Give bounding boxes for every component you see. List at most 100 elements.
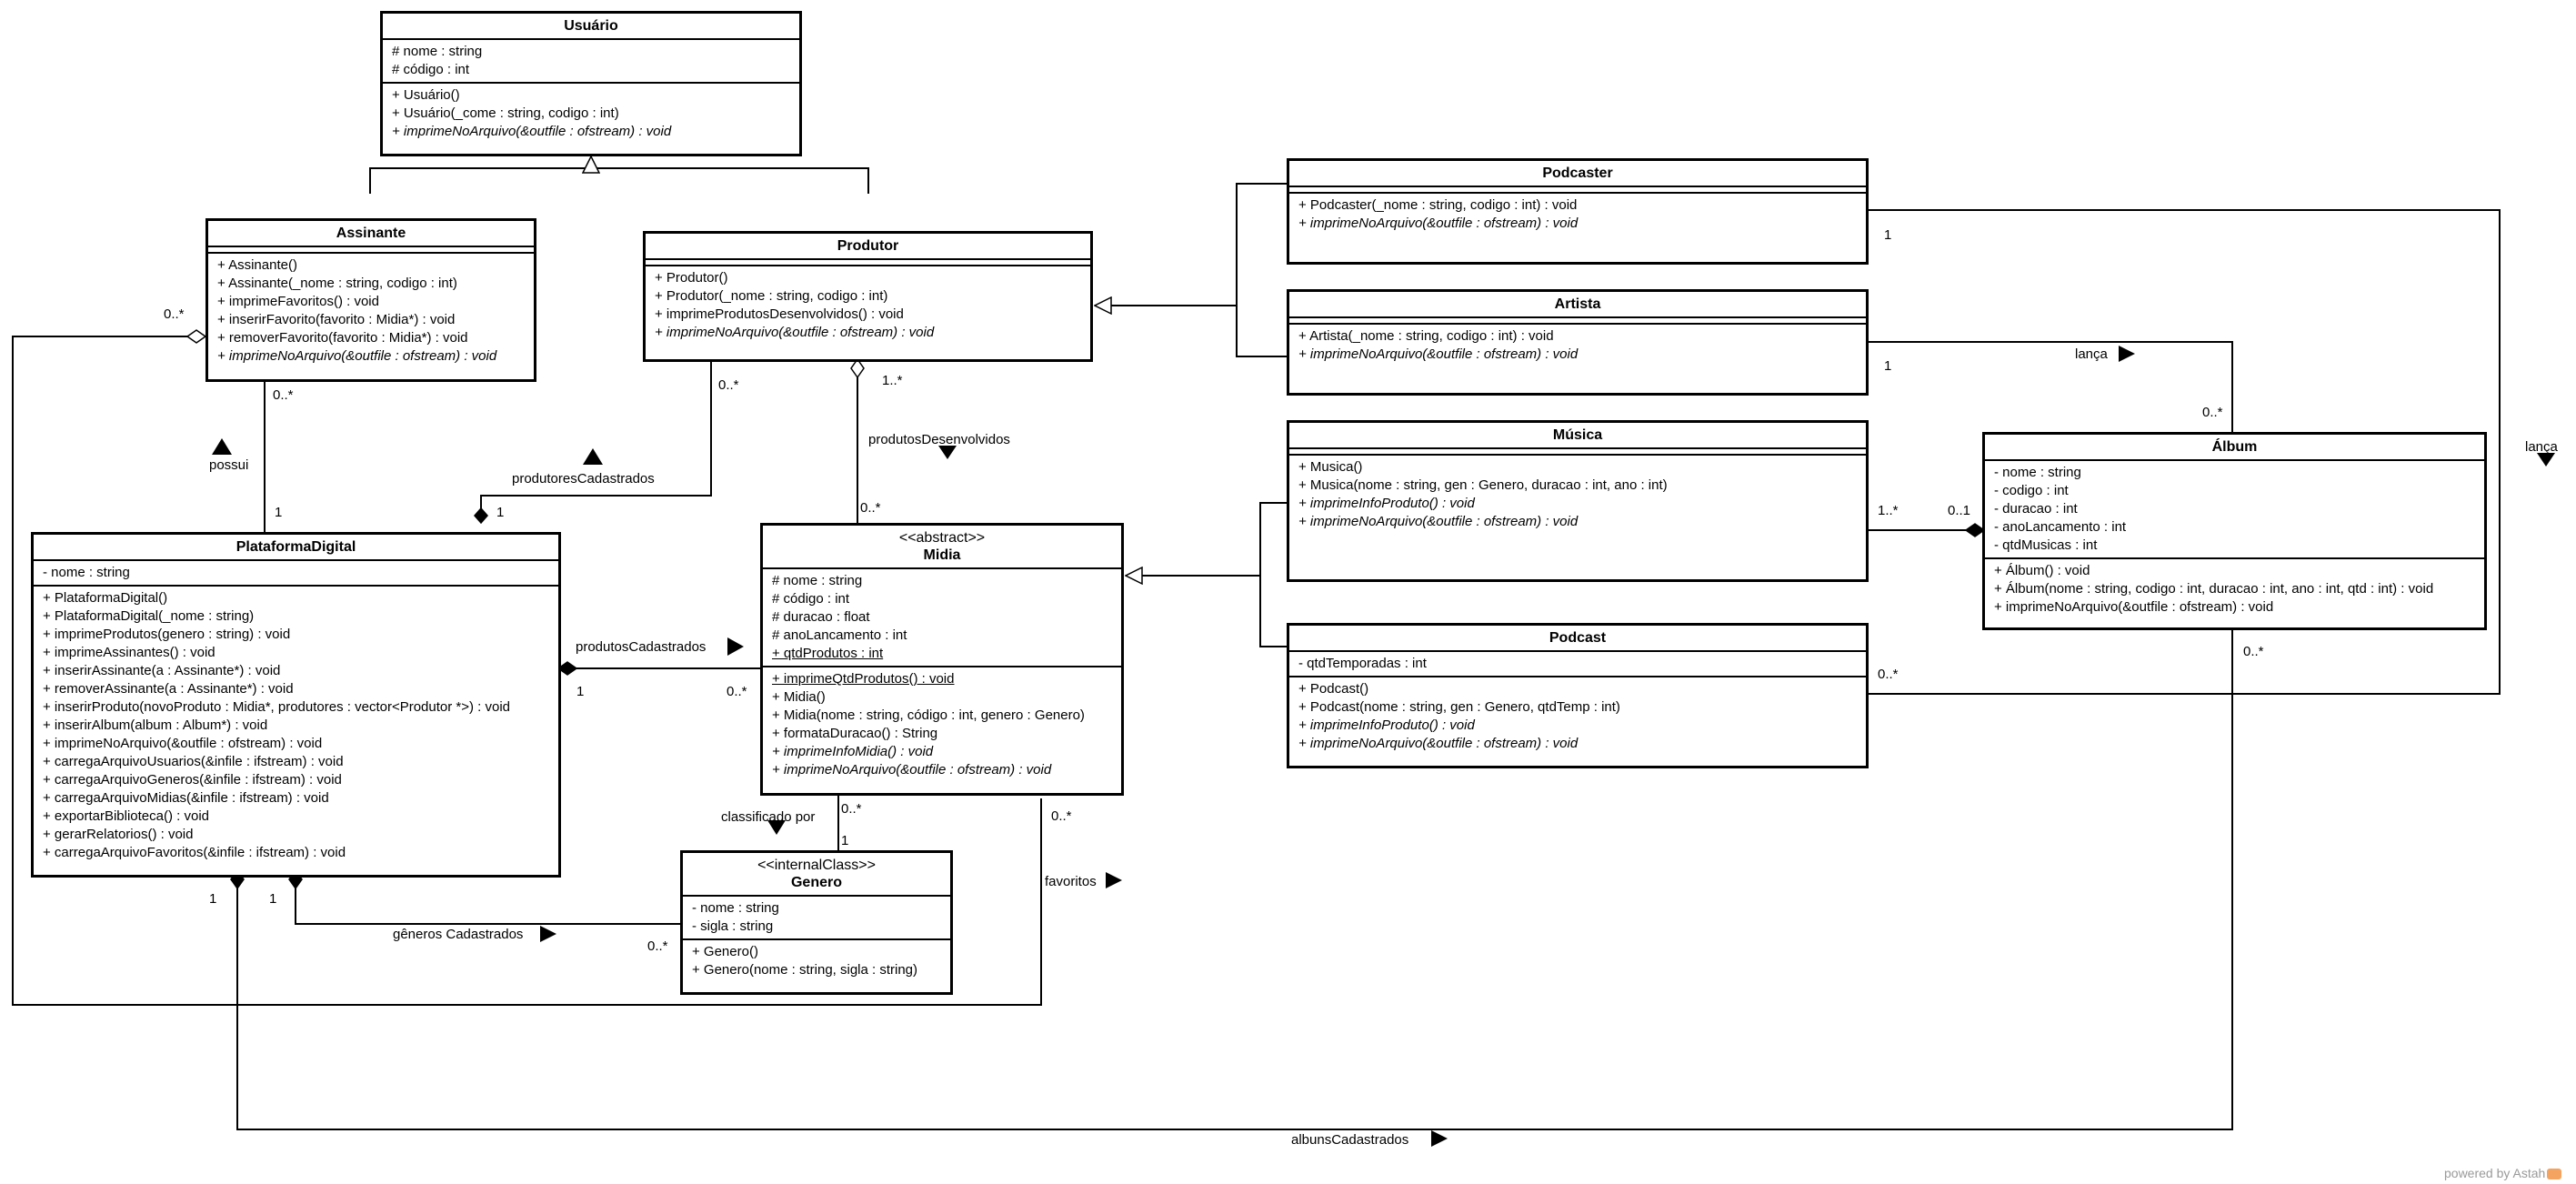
- operations: + Produtor() + Produtor(_nome : string, …: [646, 266, 1090, 345]
- operation: + imprimeInfoProduto() : void: [1298, 496, 1475, 511]
- attributes: [1289, 449, 1866, 456]
- operation: + formataDuracao() : String: [772, 726, 938, 741]
- operation: + Midia(): [772, 689, 826, 705]
- diamond-plataforma-produtores: [474, 507, 488, 525]
- mult-podcaster-lanca: 1: [1884, 227, 1892, 243]
- operation: + imprimeInfoMidia() : void: [772, 744, 934, 759]
- label-produtos-cadastrados: produtosCadastrados: [576, 639, 707, 655]
- operation: + Midia(nome : string, código : int, gen…: [772, 707, 1085, 723]
- mult-midia-favoritos: 0..*: [1051, 808, 1072, 824]
- diamond-assinante-fav: [185, 329, 207, 344]
- arrow-produtos-cadastrados: [727, 637, 744, 656]
- attributes: [1289, 187, 1866, 194]
- operation: + exportarBiblioteca() : void: [43, 808, 210, 824]
- operation: + imprimeNoArquivo(&outfile : ofstream) …: [772, 762, 1052, 778]
- operation: + inserirAssinante(a : Assinante*) : voi…: [43, 663, 281, 678]
- arrow-lanca-artista: [2119, 346, 2135, 362]
- operations: + Usuário() + Usuário(_come : string, co…: [383, 84, 799, 144]
- operation: + inserirProduto(novoProduto : Midia*, p…: [43, 699, 511, 715]
- mult-genero-generos: 0..*: [647, 938, 668, 954]
- attributes: [208, 247, 534, 254]
- assoc-podcaster-lanca: [1868, 209, 2501, 695]
- mult-assinante-possui: 0..*: [273, 387, 294, 403]
- operation: + Podcast(): [1298, 681, 1369, 697]
- mult-plataforma-possui: 1: [275, 505, 283, 520]
- assoc-albuns-cadastrados: [236, 630, 2233, 1130]
- mult-assinante-fav: 0..*: [164, 306, 185, 322]
- operation: + Podcast(nome : string, gen : Genero, q…: [1298, 699, 1620, 715]
- operation: + Musica(): [1298, 459, 1363, 475]
- operation: + inserirFavorito(favorito : Midia*) : v…: [217, 312, 456, 327]
- operation: + imprimeNoArquivo(&outfile : ofstream) …: [1298, 216, 1579, 231]
- operation: + imprimeInfoProduto() : void: [1298, 717, 1475, 733]
- operations: + Podcaster(_nome : string, codigo : int…: [1289, 194, 1866, 236]
- label-favoritos: favoritos: [1045, 874, 1097, 889]
- class-album: Álbum - nome : string - codigo : int - d…: [1982, 432, 2487, 630]
- attribute: - codigo : int: [1994, 483, 2069, 498]
- arrow-produtos-desenvolvidos: [938, 446, 957, 459]
- mult-produtor-desenvolvidos: 1..*: [882, 373, 903, 388]
- attributes: - nome : string - codigo : int - duracao…: [1985, 461, 2484, 559]
- attribute: - nome : string: [692, 900, 779, 916]
- attributes: - nome : string: [34, 561, 558, 587]
- mult-podcast-lanca: 0..*: [1878, 667, 1899, 682]
- assoc-artista-lanca: [1868, 341, 2233, 432]
- attribute: - sigla : string: [692, 918, 774, 934]
- mult-midia-desenvolvidos: 0..*: [860, 500, 881, 516]
- connectors: [12, 156, 2501, 1130]
- mult-album-lanca: 0..*: [2202, 405, 2223, 420]
- generalization-usuario-branches: [369, 167, 869, 194]
- operation: + imprimeAssinantes() : void: [43, 645, 216, 660]
- assoc-generos-cadastrados: [295, 888, 680, 925]
- label-generos-cadastrados: gêneros Cadastrados: [393, 927, 524, 942]
- operations: + Podcast() + Podcast(nome : string, gen…: [1289, 677, 1866, 756]
- mult-produtor-cadastrados: 0..*: [718, 377, 739, 393]
- attribute: - anoLancamento : int: [1994, 519, 2127, 535]
- operation: + imprimeNoArquivo(&outfile : ofstream) …: [217, 348, 497, 364]
- arrow-classificado-por: [767, 820, 786, 835]
- operation: + carregaArquivoFavoritos(&infile : ifst…: [43, 845, 346, 860]
- arrow-lanca-podcaster: [2537, 453, 2555, 467]
- class-usuario: Usuário # nome : string # código : int +…: [380, 11, 802, 156]
- operation: + carregaArquivoMidias(&infile : ifstrea…: [43, 790, 329, 806]
- operation: + carregaArquivoGeneros(&infile : ifstre…: [43, 772, 342, 788]
- mult-plataforma-produtos: 1: [576, 684, 585, 699]
- attribute: # código : int: [772, 591, 850, 607]
- class-assinante: Assinante + Assinante() + Assinante(_nom…: [205, 218, 536, 382]
- mult-midia-produtos: 0..*: [727, 684, 747, 699]
- operation: + imprimeFavoritos() : void: [217, 294, 379, 309]
- class-name: Música: [1552, 427, 1603, 443]
- class-podcast: Podcast - qtdTemporadas : int + Podcast(…: [1287, 623, 1869, 768]
- generalization-produtor-branches: [1236, 183, 1287, 357]
- attribute: # anoLancamento : int: [772, 627, 907, 643]
- class-midia: <<abstract>> Midia # nome : string # cód…: [760, 523, 1124, 796]
- class-stereotype: <<internalClass>>: [757, 858, 876, 873]
- class-name: Genero: [790, 875, 842, 890]
- class-name: Álbum: [2211, 439, 2258, 455]
- attributes: - qtdTemporadas : int: [1289, 652, 1866, 677]
- class-name: Assinante: [336, 226, 406, 241]
- operation: + PlataformaDigital(): [43, 590, 168, 606]
- operations: + Genero() + Genero(nome : string, sigla…: [683, 940, 950, 982]
- operation: + Produtor(_nome : string, codigo : int): [655, 288, 888, 304]
- mult-album-musica: 0..1: [1948, 503, 1971, 518]
- operation: + imprimeProdutos(genero : string) : voi…: [43, 627, 291, 642]
- class-stereotype: <<abstract>>: [898, 530, 986, 546]
- attributes: [1289, 318, 1866, 325]
- operations: + Álbum() : void + Álbum(nome : string, …: [1985, 559, 2484, 619]
- operation: + Usuário(_come : string, codigo : int): [392, 105, 619, 121]
- mult-plataforma-generos: 1: [269, 891, 277, 907]
- operations: + PlataformaDigital() + PlataformaDigita…: [34, 587, 558, 865]
- attributes: # nome : string # código : int # duracao…: [763, 569, 1121, 667]
- class-name: Produtor: [837, 238, 899, 254]
- class-name: Midia: [923, 547, 961, 563]
- arrow-possui: [212, 438, 232, 455]
- attributes: # nome : string # código : int: [383, 40, 799, 84]
- operation: + PlataformaDigital(_nome : string): [43, 608, 255, 624]
- label-lanca-artista: lança: [2075, 346, 2108, 362]
- attributes: [646, 260, 1090, 266]
- mult-artista-lanca: 1: [1884, 358, 1892, 374]
- class-podcaster: Podcaster + Podcaster(_nome : string, co…: [1287, 158, 1869, 265]
- mult-plataforma-produtores: 1: [496, 505, 505, 520]
